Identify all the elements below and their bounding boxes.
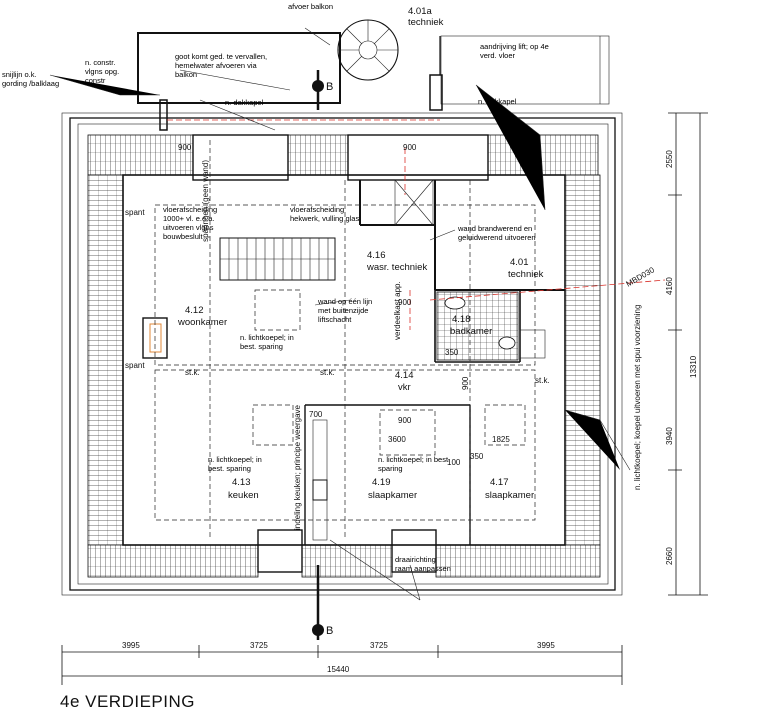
note-wand-brand: wand brandwerend en geluidwerend uitvoer… (458, 224, 536, 242)
note-goot: goot komt ged. te vervallen, hemelwater … (175, 52, 268, 79)
dim-900-d: 900 (398, 416, 412, 425)
note-lichtkoepel-3: n. lichtkoepel; in best. sparing (378, 455, 451, 473)
note-lichtkoepel-2: n. lichtkoepel; in best. sparing (208, 455, 262, 473)
room-name-4-01a: techniek (408, 17, 444, 28)
dim-700: 700 (309, 410, 323, 419)
dim-900-a: 900 (178, 143, 192, 152)
dim-1825: 1825 (492, 435, 510, 444)
note-constr: n. constr. vlgns opg. constr (85, 58, 120, 85)
room-number-4-19: 4.19 (372, 477, 391, 488)
note-wand-lift: wand op één lijn met buitenzijde liftsch… (318, 297, 373, 324)
balcony-structure (137, 32, 610, 131)
note-aandrijving: aandrijving lift; op 4e verd. vloer (480, 42, 549, 60)
dimension-right: 2550 4160 3940 2660 13310 (665, 112, 708, 596)
skylights (154, 140, 536, 540)
grid-tag: MBD030 (625, 265, 657, 289)
room-name-4-12: woonkamer (177, 317, 227, 328)
dim-bottom-4: 3995 (537, 641, 555, 650)
rotated-notes: sparingen (geen wand) verdeelkast app. i… (125, 160, 642, 530)
dim-right-1: 2550 (665, 150, 674, 168)
note-afvoer-balkon: afvoer balkon (288, 2, 334, 11)
room-name-4-14: vkr (398, 382, 411, 393)
room-number-4-16: 4.16 (367, 250, 386, 261)
note-draairichting: draairichting raam aanpassen (395, 555, 451, 573)
dim-right-4: 2660 (665, 547, 674, 565)
room-number-4-12: 4.12 (185, 305, 204, 316)
note-sparingen: sparingen (geen wand) (201, 160, 210, 242)
note-vloerafscheiding: vloerafscheiding 1000+ vl. e.e.a. uitvoe… (163, 205, 218, 239)
room-number-4-01: 4.01 (510, 257, 529, 268)
dim-right-total: 13310 (689, 355, 698, 378)
small-dims: 900 900 900 700 900 3600 1825 350 100 90… (178, 143, 510, 467)
label-stk-3: st.k. (535, 376, 550, 385)
section-label-top: B (326, 81, 333, 93)
dim-900-e: 900 (461, 376, 470, 390)
dim-bottom-1: 3995 (122, 641, 140, 650)
note-lichtkoepel-1: n. lichtkoepel; in best. sparing (240, 333, 294, 351)
dim-right-2: 4160 (665, 277, 674, 295)
room-name-4-17: slaapkamer (485, 490, 534, 501)
note-hekwerk: vloerafscheiding hekwerk, vulling glas (290, 205, 360, 223)
dim-bottom-3: 3725 (370, 641, 388, 650)
spiral-stair (337, 19, 399, 81)
room-number-4-01a: 4.01a (408, 6, 432, 17)
section-label-bottom: B (326, 625, 333, 637)
building-outline (61, 112, 623, 596)
room-name-4-13: keuken (228, 490, 259, 501)
room-name-4-18: badkamer (450, 326, 492, 337)
note-verdeelkast: verdeelkast app. (393, 281, 402, 340)
annotations: afvoer balkon goot komt ged. te vervalle… (2, 2, 549, 573)
room-number-4-13: 4.13 (232, 477, 251, 488)
dim-bottom-2: 3725 (250, 641, 268, 650)
note-lichtkoepel-right: n. lichtkoepel; koepel uitvoeren met spu… (633, 305, 642, 490)
section-marker-top: B (312, 70, 333, 110)
label-spant-2: spant (125, 361, 145, 370)
note-dakkapel-left: n. dakkapel (225, 98, 264, 107)
dim-900-b: 900 (403, 143, 417, 152)
room-name-4-19: slaapkamer (368, 490, 417, 501)
dim-900-c: 900 (398, 298, 412, 307)
dim-right-3: 3940 (665, 427, 674, 445)
dimension-bottom: 3995 3725 3725 3995 15440 (61, 641, 623, 685)
dim-350-a: 350 (470, 452, 484, 461)
note-snijlijn: snijlijn o.k. gording /balklaag (2, 70, 60, 88)
dim-bottom-total: 15440 (327, 665, 350, 674)
room-number-4-17: 4.17 (490, 477, 509, 488)
room-name-4-16: wasr. techniek (366, 262, 427, 273)
note-indeling-keuken: indeling keuken; principe weergave (293, 404, 302, 530)
label-stk-1: st.k. (185, 368, 200, 377)
dim-3600: 3600 (388, 435, 406, 444)
note-dakkapel-right: n. dakkapel (478, 97, 517, 106)
room-name-4-01: techniek (508, 269, 544, 280)
dim-350-b: 350 (445, 348, 459, 357)
dim-100: 100 (447, 458, 461, 467)
room-number-4-18: 4.18 (452, 314, 471, 325)
label-stk-2: st.k. (320, 368, 335, 377)
room-number-4-14: 4.14 (395, 370, 414, 381)
section-marker-bottom: B (312, 565, 333, 640)
room-labels: 4.01a techniek 4.01 techniek 4.12 woonka… (177, 6, 544, 501)
bathroom-tiles (436, 291, 546, 361)
drawing-title: 4e VERDIEPING (60, 692, 195, 711)
stair (219, 237, 336, 281)
roof-tiles (87, 134, 601, 578)
label-spant-1: spant (125, 208, 145, 217)
